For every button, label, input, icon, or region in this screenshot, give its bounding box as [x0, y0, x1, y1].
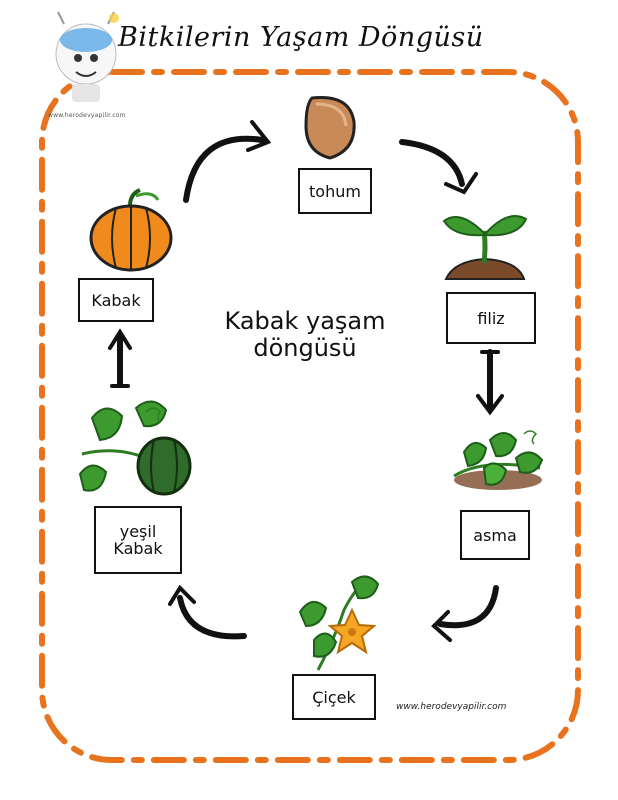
seed-illustration: [304, 96, 356, 160]
stage-box-asma: asma: [460, 510, 530, 560]
stage-box-cicek: Çiçek: [292, 674, 376, 720]
green-pumpkin-illustration: [78, 400, 192, 496]
arrow-asma-to-cicek: [437, 585, 499, 629]
arrow-kabak-to-tohum: [183, 135, 265, 203]
flower-illustration: [298, 575, 380, 671]
center-label: Kabak yaşam döngüsü: [224, 307, 386, 362]
stage-box-filiz: filiz: [446, 292, 536, 344]
footer-url: www.herodevyapilir.com: [396, 702, 507, 712]
logo-url: www.herodevyapilir.com: [48, 112, 126, 119]
arrow-tohum-to-filiz: [399, 139, 465, 187]
arrow-cicek-to-yesil-kabak: [177, 595, 247, 640]
sprout-illustration: [442, 215, 528, 280]
stage-box-kabak: Kabak: [78, 278, 154, 322]
mascot-logo: [55, 11, 119, 102]
orange-pumpkin-illustration: [89, 188, 173, 272]
page-title: Bitkilerin Yaşam Döngüsü: [118, 22, 484, 53]
vine-illustration: [453, 430, 544, 490]
stage-box-yesil-kabak: yeşil Kabak: [94, 506, 182, 574]
stage-box-tohum: tohum: [298, 168, 372, 214]
